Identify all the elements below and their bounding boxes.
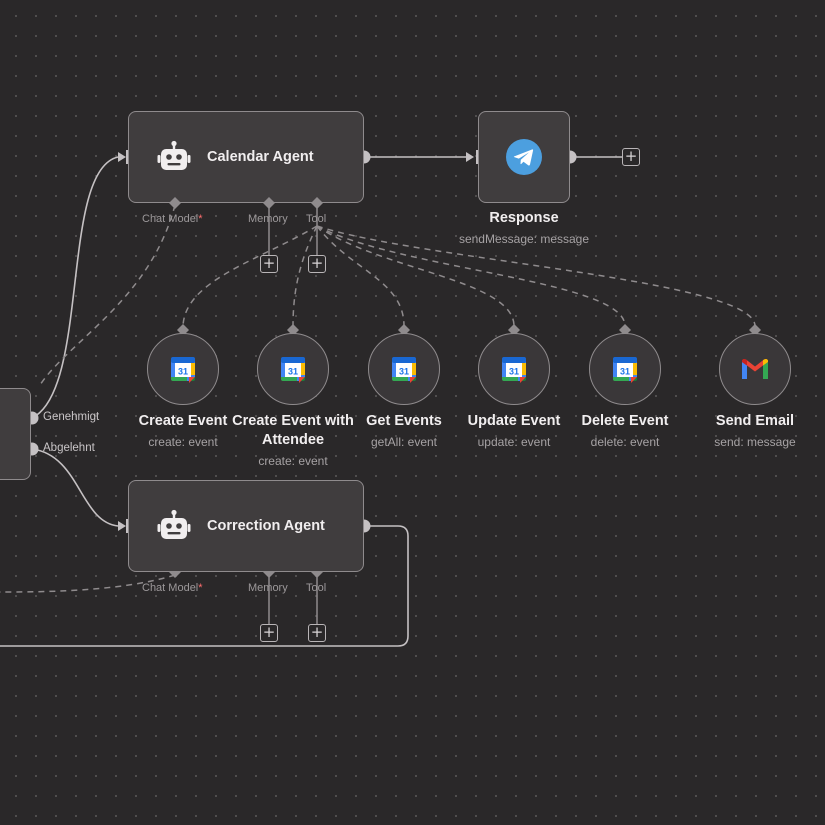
edge-tool-get-events	[316, 225, 405, 327]
correction-tool-label: Tool	[306, 582, 327, 594]
response-node[interactable]	[478, 111, 570, 203]
edge-switch-to-calendar-agent	[31, 156, 119, 419]
tool-title-delete-event: Delete Event	[581, 413, 669, 429]
tool-node-send-email[interactable]	[719, 333, 791, 405]
svg-text:31: 31	[399, 367, 409, 377]
correction-agent-title: Correction Agent	[207, 518, 325, 534]
switch-output-rejected-label: Abgelehnt	[43, 442, 95, 454]
calendar-memory-label: Memory	[248, 213, 288, 225]
tool-subtitle-create-event: create: event	[148, 435, 218, 449]
tool-node-update-event[interactable]: 31	[478, 333, 550, 405]
tool-node-delete-event[interactable]: 31	[589, 333, 661, 405]
tool-node-create-event-with-attendee[interactable]: 31	[257, 333, 329, 405]
correction-add-memory-button[interactable]: +	[260, 624, 278, 642]
svg-text:31: 31	[509, 367, 519, 377]
edge-tool-create-event-attendee	[292, 225, 318, 327]
correction-agent-node[interactable]: Correction Agent	[128, 480, 364, 572]
svg-text:31: 31	[620, 367, 630, 377]
calendar-chat-model-label: Chat Model*	[142, 213, 203, 225]
tool-subtitle-create-event-with-attendee: create: event	[258, 454, 328, 468]
calendar-tool-label: Tool	[306, 213, 327, 225]
edge-tool-send-email	[316, 225, 756, 327]
tool-title-create-event: Create Event	[138, 413, 228, 429]
gmail-icon	[742, 358, 768, 379]
correction-chat-model-label: Chat Model*	[142, 582, 203, 594]
correction-add-tool-button[interactable]: +	[308, 624, 326, 642]
arrow-response-in	[466, 152, 474, 162]
google-calendar-icon: 31	[171, 357, 195, 383]
google-calendar-icon: 31	[392, 357, 416, 383]
edge-tool-update-event	[316, 225, 515, 327]
tool-subtitle-update-event: update: event	[477, 435, 551, 449]
robot-icon	[157, 509, 191, 539]
switch-output-approved-label: Genehmigt	[43, 411, 100, 423]
edge-tool-create-event	[182, 225, 318, 327]
google-calendar-icon: 31	[502, 357, 526, 383]
arrow-correction-agent-in	[118, 521, 126, 531]
switch-node[interactable]	[0, 388, 31, 480]
robot-icon	[157, 140, 191, 170]
tool-title-send-email: Send Email	[715, 413, 795, 429]
tool-node-get-events[interactable]: 31	[368, 333, 440, 405]
tool-subtitle-delete-event: delete: event	[590, 435, 660, 449]
tool-title-get-events: Get Events	[366, 413, 442, 429]
google-calendar-icon: 31	[613, 357, 637, 383]
calendar-add-memory-button[interactable]: +	[260, 255, 278, 273]
google-calendar-icon: 31	[281, 357, 305, 383]
required-marker: *	[198, 582, 203, 594]
response-subtitle: sendMessage: message	[458, 232, 590, 246]
calendar-agent-node[interactable]: Calendar Agent	[128, 111, 364, 203]
edge-correction-loop	[0, 525, 409, 647]
tool-node-create-event[interactable]: 31	[147, 333, 219, 405]
edge-chat-model-calendar	[39, 204, 176, 386]
tool-subtitle-get-events: getAll: event	[370, 435, 438, 449]
tool-title-update-event: Update Event	[467, 413, 561, 429]
svg-text:31: 31	[288, 367, 298, 377]
tool-title-create-event-with-attendee: Create Event with Attendee	[232, 413, 354, 448]
telegram-icon	[506, 139, 542, 175]
response-title: Response	[489, 210, 559, 226]
arrow-calendar-agent-in	[118, 152, 126, 162]
calendar-agent-title: Calendar Agent	[207, 149, 314, 165]
svg-text:31: 31	[178, 367, 188, 377]
edge-tool-delete-event	[316, 225, 626, 327]
required-marker: *	[198, 213, 203, 225]
response-add-next-button[interactable]: +	[622, 148, 640, 166]
edge-switch-to-correction-agent	[31, 448, 119, 527]
tool-subtitle-send-email: send: message	[714, 435, 796, 449]
correction-memory-label: Memory	[248, 582, 288, 594]
calendar-add-tool-button[interactable]: +	[308, 255, 326, 273]
